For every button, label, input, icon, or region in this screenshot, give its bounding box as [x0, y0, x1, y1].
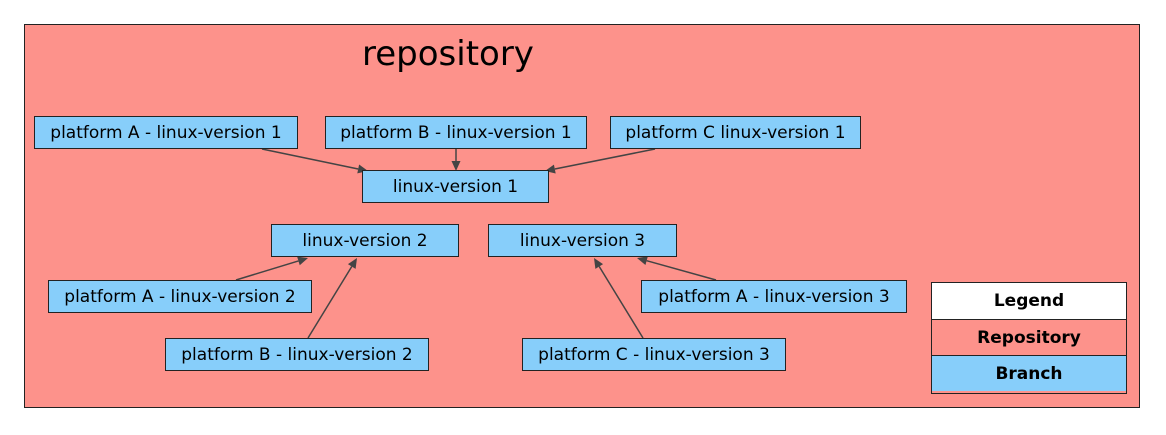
arrowhead-pc3-lv3 — [594, 258, 604, 269]
branch-node-lv3[interactable]: linux-version 3 — [488, 224, 677, 257]
branch-node-pa3[interactable]: platform A - linux-version 3 — [641, 280, 907, 313]
branch-node-pc1[interactable]: platform C linux-version 1 — [610, 116, 861, 149]
branch-node-lv2[interactable]: linux-version 2 — [271, 224, 459, 257]
legend-repository: Repository — [932, 319, 1126, 355]
repository-title: repository — [362, 34, 534, 74]
legend-title: Legend — [932, 283, 1126, 319]
arrowhead-pa2-lv2 — [297, 256, 308, 266]
branch-node-lv1[interactable]: linux-version 1 — [362, 170, 549, 203]
legend-branch: Branch — [932, 355, 1126, 391]
branch-node-pa1[interactable]: platform A - linux-version 1 — [34, 116, 298, 149]
edge-pa2-lv2 — [235, 260, 299, 281]
edge-pc1-lv1 — [554, 148, 656, 170]
arrowhead-pb2-lv2 — [347, 258, 357, 269]
branch-node-pa2[interactable]: platform A - linux-version 2 — [48, 280, 312, 313]
edge-pb2-lv2 — [307, 266, 353, 339]
branch-node-pb2[interactable]: platform B - linux-version 2 — [165, 338, 429, 371]
edge-pa1-lv1 — [261, 148, 359, 170]
edge-pc3-lv3 — [598, 266, 644, 339]
arrowhead-pb1-lv1 — [451, 161, 461, 171]
branch-node-pb1[interactable]: platform B - linux-version 1 — [325, 116, 587, 149]
edge-pa3-lv3 — [646, 259, 717, 281]
branch-node-pc3[interactable]: platform C - linux-version 3 — [522, 338, 786, 371]
legend: Legend Repository Branch — [931, 282, 1127, 394]
arrowhead-pa3-lv3 — [637, 256, 648, 266]
